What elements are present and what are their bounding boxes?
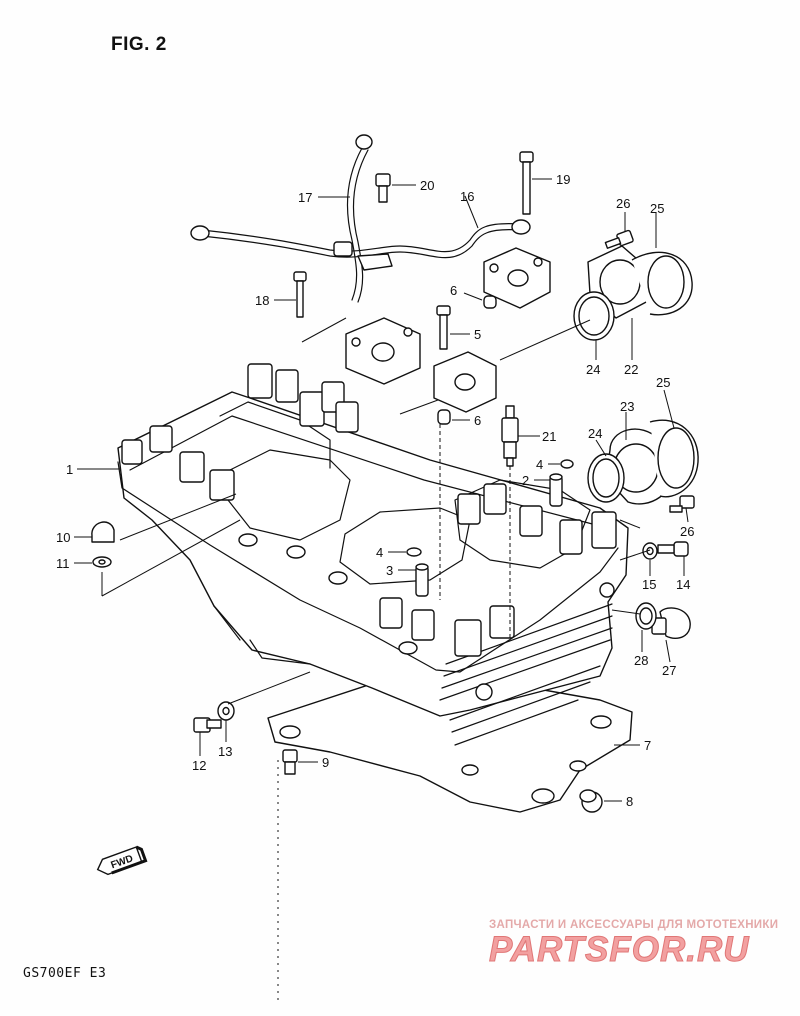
label-6b: 6 — [474, 413, 481, 428]
gasket-28 — [635, 602, 657, 630]
bolt-5 — [436, 305, 451, 350]
union-bolt-20 — [375, 173, 391, 203]
label-6a: 6 — [450, 283, 457, 298]
o-ring-24-lower — [587, 453, 625, 503]
label-9: 9 — [322, 755, 329, 770]
label-27: 27 — [662, 663, 676, 678]
label-25a: 25 — [650, 201, 664, 216]
o-ring-24-upper — [573, 291, 615, 341]
bolt-19 — [519, 151, 534, 215]
intake-pipe-upper — [587, 245, 693, 319]
bolt-14 — [657, 541, 689, 557]
label-10: 10 — [56, 530, 70, 545]
dowel-8 — [579, 789, 603, 813]
washer-13 — [217, 701, 235, 721]
camshaft-holder-mid — [345, 317, 421, 385]
camshaft-holder-lower — [433, 351, 497, 413]
label-20: 20 — [420, 178, 434, 193]
label-26b: 26 — [680, 524, 694, 539]
oil-hose-assembly — [190, 134, 531, 303]
label-21: 21 — [542, 429, 556, 444]
label-17: 17 — [298, 190, 312, 205]
model-code: GS700EF E3 — [23, 966, 107, 981]
label-3: 3 — [386, 563, 393, 578]
label-5: 5 — [474, 327, 481, 342]
label-19: 19 — [556, 172, 570, 187]
cylinder-head — [117, 363, 629, 746]
label-12: 12 — [192, 758, 206, 773]
figure-title: FIG. 2 — [111, 34, 167, 55]
label-25b: 25 — [656, 375, 670, 390]
label-23: 23 — [620, 399, 634, 414]
label-26a: 26 — [616, 196, 630, 211]
label-4a: 4 — [536, 457, 543, 472]
forward-direction-arrow-icon: FWD — [96, 845, 148, 876]
label-24b: 24 — [588, 426, 602, 441]
washer-11 — [92, 556, 112, 568]
guide-3 — [415, 563, 429, 597]
watermark-tagline: ЗАПЧАСТИ И АКСЕССУАРЫ ДЛЯ МОТОТЕХНИКИ — [489, 919, 779, 931]
label-18: 18 — [255, 293, 269, 308]
label-1: 1 — [66, 462, 73, 477]
screw-26-upper — [604, 229, 634, 249]
label-7: 7 — [644, 738, 651, 753]
dowel-pin-lower — [437, 409, 451, 425]
label-2: 2 — [522, 473, 529, 488]
washer-15 — [642, 542, 658, 560]
leader-lines — [74, 178, 689, 1000]
watermark-brand[interactable]: PARTSFOR.RU — [489, 930, 750, 970]
plug-27 — [651, 607, 691, 640]
screw-26-lower — [669, 495, 695, 513]
label-14: 14 — [676, 577, 690, 592]
label-4b: 4 — [376, 545, 383, 560]
label-15: 15 — [642, 577, 656, 592]
guide-2 — [549, 473, 563, 507]
label-11: 11 — [56, 556, 70, 571]
label-16: 16 — [460, 189, 474, 204]
ring-4-lower — [406, 547, 422, 557]
dowel-pin-upper — [483, 295, 497, 309]
label-13: 13 — [218, 744, 232, 759]
camshaft-holder-upper — [483, 247, 551, 309]
stud-9 — [282, 749, 298, 775]
cap-nut-10 — [91, 521, 115, 543]
spark-plug — [501, 405, 519, 467]
head-gasket — [267, 667, 633, 813]
label-28: 28 — [634, 653, 648, 668]
label-22: 22 — [624, 362, 638, 377]
label-8: 8 — [626, 794, 633, 809]
part-number-labels: 1 2 3 4 4 5 6 6 7 8 9 10 11 12 13 14 15 … — [56, 172, 694, 809]
bolt-12 — [193, 717, 222, 733]
cam-bearing-bosses — [121, 363, 617, 657]
ring-4-upper — [560, 459, 574, 469]
bolt-18 — [293, 271, 307, 318]
label-24a: 24 — [586, 362, 600, 377]
